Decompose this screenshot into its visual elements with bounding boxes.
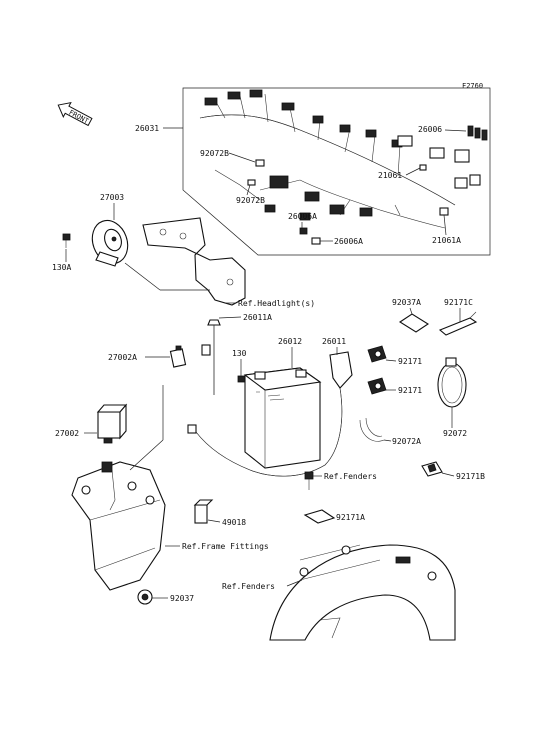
figure-code: F2760: [462, 82, 483, 90]
band-92072A: [359, 417, 385, 442]
ref-fenders-1: Ref.Fenders: [324, 472, 377, 481]
callout-21061A: 21061A: [432, 236, 461, 245]
band-92072: [437, 357, 467, 408]
main-wiring-harness: [199, 89, 481, 229]
callout-26006A-a: 26006A: [288, 212, 317, 221]
callout-92171-b: 92171: [398, 386, 422, 395]
battery: [243, 367, 322, 469]
ref-headlight: Ref.Headlight(s): [238, 299, 315, 308]
bolt-130A: [62, 233, 71, 248]
ref-fenders-2: Ref.Fenders: [222, 582, 275, 591]
front-arrow-icon: FRONT: [57, 102, 93, 127]
cable-26011: [187, 351, 353, 477]
horn-bracket: [142, 217, 246, 306]
callout-92037: 92037: [170, 594, 194, 603]
clamp-92037: [137, 589, 153, 605]
callout-26006A-b: 26006A: [334, 237, 363, 246]
callout-130A: 130A: [52, 263, 71, 272]
callout-92072A: 92072A: [392, 437, 421, 446]
callout-92072B-b: 92072B: [236, 196, 265, 205]
callout-92171B: 92171B: [456, 472, 485, 481]
callout-26012: 26012: [278, 337, 302, 346]
callout-27002A: 27002A: [108, 353, 137, 362]
rear-fender: [269, 544, 456, 641]
callout-92171-a: 92171: [398, 357, 422, 366]
callout-26006: 26006: [418, 125, 442, 134]
callout-92171C: 92171C: [444, 298, 473, 307]
callout-92072: 92072: [443, 429, 467, 438]
callout-27003: 27003: [100, 193, 124, 202]
ref-frame-fittings: Ref.Frame Fittings: [182, 542, 269, 551]
callout-26031: 26031: [135, 124, 159, 133]
battery-tray: [71, 461, 166, 591]
callout-92171A: 92171A: [336, 513, 365, 522]
clip-92171B: [421, 461, 443, 477]
callout-26011: 26011: [322, 337, 346, 346]
strap-92171A: [303, 509, 336, 524]
callout-21061: 21061: [378, 171, 402, 180]
callout-49018: 49018: [222, 518, 246, 527]
small-plugs-92072B: [214, 159, 265, 201]
callout-92037A: 92037A: [392, 298, 421, 307]
relay-27002: [96, 403, 128, 444]
connector-49018: [193, 499, 214, 524]
bolt-fenders: [304, 471, 314, 490]
strap-92037A: [398, 313, 430, 333]
clip-92171-b: [367, 377, 387, 395]
harness-panel: [182, 87, 491, 256]
callout-130: 130: [232, 349, 247, 358]
callout-26011A: 26011A: [243, 313, 272, 322]
callout-92072B-a: 92072B: [200, 149, 229, 158]
connector-26006A: [299, 227, 321, 245]
clip-92171-a: [367, 345, 387, 363]
connector-26006-group: [467, 125, 488, 141]
bolt-130: [237, 375, 246, 383]
callout-27002: 27002: [55, 429, 79, 438]
relay-27002A: [169, 345, 187, 368]
cable-26011A: [201, 319, 221, 395]
horn: [91, 219, 129, 267]
band-92171C: [438, 311, 478, 336]
